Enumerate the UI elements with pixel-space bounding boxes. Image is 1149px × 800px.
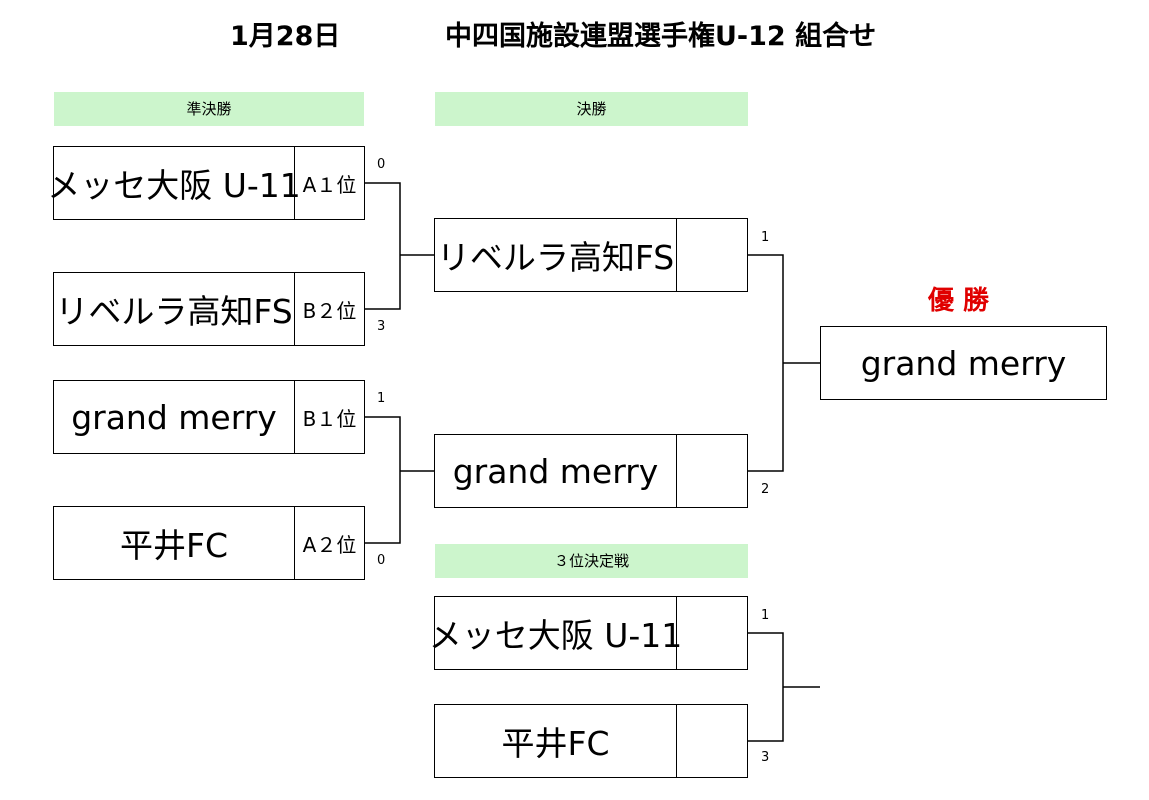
third-place-header: ３位決定戦 — [435, 544, 748, 578]
final-slot-2: grand merry — [434, 434, 748, 508]
bracket-connector-semi-2 — [365, 416, 401, 544]
team-name: grand merry — [435, 435, 677, 507]
champion-team: grand merry — [860, 343, 1067, 383]
bracket-connector-final — [748, 254, 784, 472]
seed-label: A２位 — [302, 532, 357, 557]
team-name: リベルラ高知FS — [54, 273, 295, 345]
team-name: 平井FC — [54, 507, 295, 579]
score-third-1: 1 — [761, 608, 770, 623]
semifinal-slot-3: grand merry B１位 — [53, 380, 365, 454]
seed-label: B１位 — [302, 406, 357, 431]
seed-label: A１位 — [302, 172, 357, 197]
score-final-2: 2 — [761, 482, 770, 497]
third-place-slot-2: 平井FC — [434, 704, 748, 778]
team-name: リベルラ高知FS — [435, 219, 677, 291]
score-semi-4: 0 — [377, 553, 386, 568]
team-name: メッセ大阪 U-11 — [429, 597, 682, 669]
team-name: メッセ大阪 U-11 — [47, 147, 301, 219]
score-final-1: 1 — [761, 230, 770, 245]
score-semi-3: 1 — [377, 391, 386, 406]
semifinal-slot-1: メッセ大阪 U-11 A１位 — [47, 146, 365, 220]
champion-label: 優 勝 — [928, 286, 990, 316]
semifinal-slot-2: リベルラ高知FS B２位 — [53, 272, 365, 346]
team-name: 平井FC — [435, 705, 677, 777]
third-place-slot-1: メッセ大阪 U-11 — [429, 596, 748, 670]
champion-box: grand merry — [820, 326, 1107, 400]
final-header: 決勝 — [435, 92, 748, 126]
final-slot-1: リベルラ高知FS — [434, 218, 748, 292]
semifinal-header: 準決勝 — [54, 92, 364, 126]
score-third-2: 3 — [761, 750, 770, 765]
score-semi-1: 0 — [377, 157, 386, 172]
semifinal-slot-4: 平井FC A２位 — [53, 506, 365, 580]
bracket-connector-semi-1 — [365, 182, 401, 310]
team-name: grand merry — [54, 381, 295, 453]
score-semi-2: 3 — [377, 319, 386, 334]
seed-label: B２位 — [302, 298, 357, 323]
bracket-connector-third — [748, 632, 784, 742]
tournament-title: 中四国施設連盟選手権U-12 組合せ — [445, 21, 877, 52]
tournament-date: 1月28日 — [230, 21, 341, 52]
